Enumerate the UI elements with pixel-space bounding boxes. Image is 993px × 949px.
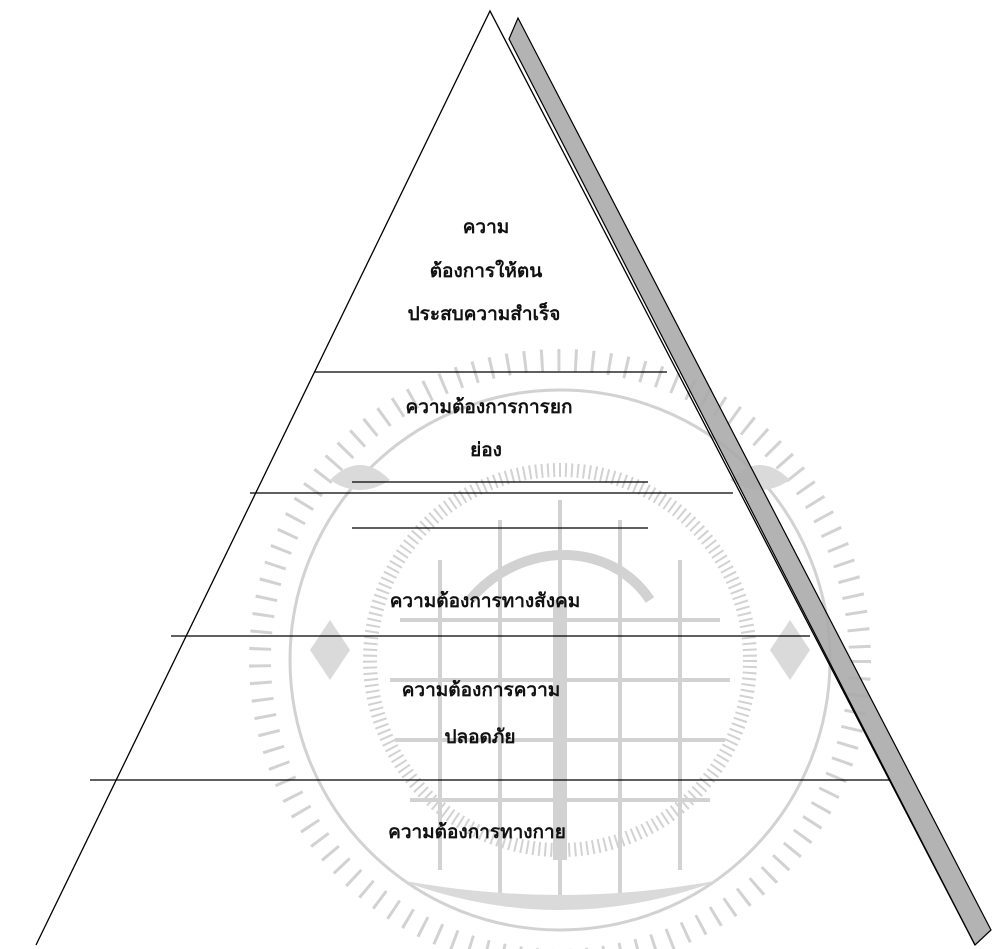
level-self-actualization: ความ ต้องการให้ตน ประสบความสำเร็จ — [408, 216, 561, 325]
level-esteem: ความต้องการการยก ย่อง — [406, 396, 573, 461]
seal-watermark-icon — [249, 349, 871, 949]
level-label-line: ย่อง — [470, 439, 502, 461]
level-label-line: ความต้องการความ — [402, 679, 561, 701]
level-physiological: ความต้องการทางกาย — [388, 821, 566, 843]
level-label-line: ปลอดภัย — [444, 726, 515, 748]
level-label-line: ต้องการให้ตน — [430, 259, 543, 282]
level-label-line: ประสบความสำเร็จ — [408, 301, 561, 325]
level-label-line: ความต้องการทางสังคม — [390, 590, 581, 612]
level-label-line: ความ — [463, 216, 510, 238]
pyramid-shadow — [508, 16, 992, 946]
level-label-line: ความต้องการการยก — [406, 396, 573, 418]
level-safety: ความต้องการความ ปลอดภัย — [402, 679, 561, 748]
pyramid-outline — [35, 9, 976, 946]
level-label-line: ความต้องการทางกาย — [388, 821, 566, 843]
level-social: ความต้องการทางสังคม — [390, 590, 581, 612]
